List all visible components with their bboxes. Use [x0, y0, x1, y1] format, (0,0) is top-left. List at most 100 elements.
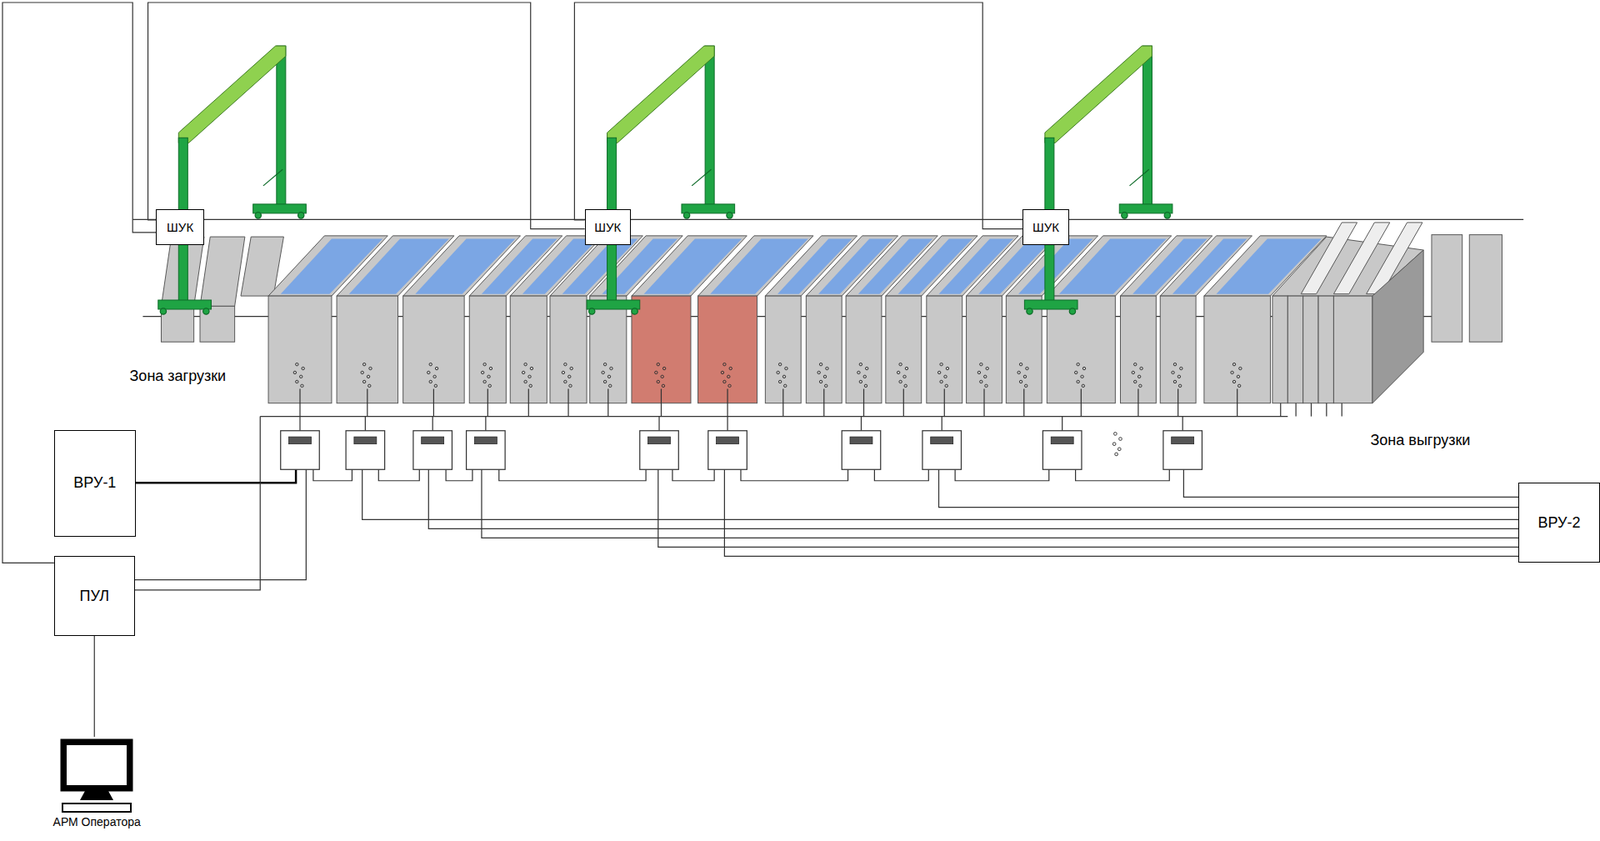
controller-wire — [658, 416, 660, 431]
tank-front — [1204, 295, 1271, 404]
crane-beam — [1045, 45, 1153, 143]
sensor-wire — [944, 389, 945, 417]
controller-box — [841, 430, 881, 470]
tank-front — [765, 295, 801, 404]
air-bubble — [601, 370, 605, 374]
sensor-wire — [1137, 389, 1139, 417]
controller-box — [708, 430, 748, 470]
air-bubble — [940, 362, 943, 365]
sensor-wire — [299, 389, 300, 417]
air-bubble — [603, 362, 606, 365]
air-bubble — [429, 362, 432, 365]
power-wire — [428, 469, 1519, 529]
crane-hatch — [691, 169, 711, 186]
monitor-bezel — [60, 739, 133, 791]
air-bubble — [655, 370, 658, 374]
controller-box — [466, 430, 506, 470]
rack-front — [200, 305, 235, 342]
air-bubble — [1137, 375, 1140, 378]
controller-chain — [740, 469, 849, 480]
air-bubble — [1075, 370, 1078, 374]
rack — [1431, 235, 1463, 343]
controller-wire — [726, 416, 728, 431]
controller-box — [922, 430, 962, 470]
crane-foot — [253, 204, 307, 214]
controller-wire — [1061, 416, 1063, 431]
crane-hatch — [1130, 169, 1150, 186]
air-bubble — [1134, 380, 1137, 383]
controller-wire — [299, 416, 300, 431]
air-bubble — [785, 366, 788, 370]
controller-display — [289, 436, 312, 445]
air-bubble — [1017, 370, 1020, 374]
zone-label: Зона выгрузки — [1370, 431, 1470, 450]
sensor-wire — [366, 389, 368, 417]
air-bubble — [985, 366, 989, 370]
controller-display — [648, 436, 671, 445]
ellipsis-dot — [1114, 432, 1118, 436]
crane-beam — [607, 45, 715, 143]
air-bubble — [1140, 366, 1143, 370]
tank-front — [1160, 295, 1196, 404]
crane-wheel — [255, 212, 261, 219]
control-wire — [135, 416, 261, 590]
controller-display — [850, 436, 873, 445]
controller-display — [1050, 436, 1074, 445]
air-bubble — [980, 362, 983, 365]
air-bubble — [293, 370, 296, 374]
air-bubble — [723, 380, 726, 383]
air-bubble — [859, 362, 862, 365]
controller-chain — [672, 469, 715, 480]
air-bubble — [366, 375, 370, 378]
sensor-wire — [660, 389, 662, 417]
controller-display — [354, 436, 377, 445]
air-bubble — [864, 384, 867, 387]
controller-display — [1171, 436, 1195, 445]
air-bubble — [945, 366, 949, 370]
box-label: ВРУ-1 — [73, 474, 116, 492]
operator-workstation: АРМ Оператора — [48, 736, 146, 829]
sensor-wire — [782, 389, 784, 417]
air-bubble — [569, 384, 572, 387]
crane-leg — [1142, 45, 1152, 207]
air-bubble — [985, 384, 988, 387]
air-bubble — [429, 380, 432, 383]
crane-control-box: ШУК — [1022, 209, 1070, 245]
distribution-box: ВРУ-1 — [54, 430, 136, 538]
crane-wheel — [203, 308, 210, 315]
air-bubble — [480, 370, 484, 374]
control-line — [574, 2, 1023, 230]
air-bubble — [427, 370, 430, 374]
air-bubble — [524, 362, 527, 365]
air-bubble — [1023, 375, 1026, 378]
air-bubble — [1236, 375, 1240, 378]
air-bubble — [778, 380, 781, 383]
crane-beam — [178, 45, 286, 143]
air-bubble — [819, 380, 822, 383]
control-line — [94, 635, 95, 737]
air-bubble — [1081, 384, 1085, 387]
air-bubble — [1178, 384, 1181, 387]
controller-box — [640, 430, 680, 470]
sensor-wire — [433, 389, 435, 417]
air-bubble — [568, 375, 571, 378]
tank-front — [510, 295, 547, 404]
air-bubble — [784, 384, 787, 387]
air-bubble — [899, 380, 902, 383]
sensor-wire — [607, 389, 609, 417]
tank-front — [926, 295, 963, 404]
sensor-wire — [567, 389, 569, 417]
air-bubble — [980, 380, 983, 383]
monitor-icon — [58, 736, 135, 815]
air-bubble — [301, 366, 305, 370]
ellipsis-dot — [1115, 452, 1119, 456]
air-bubble — [524, 380, 527, 383]
air-bubble — [369, 366, 372, 370]
tank-front — [550, 295, 587, 404]
tank-front — [336, 295, 398, 404]
air-bubble — [720, 370, 724, 374]
crane-foot — [1119, 204, 1173, 214]
air-bubble — [940, 380, 943, 383]
air-bubble — [905, 366, 908, 370]
